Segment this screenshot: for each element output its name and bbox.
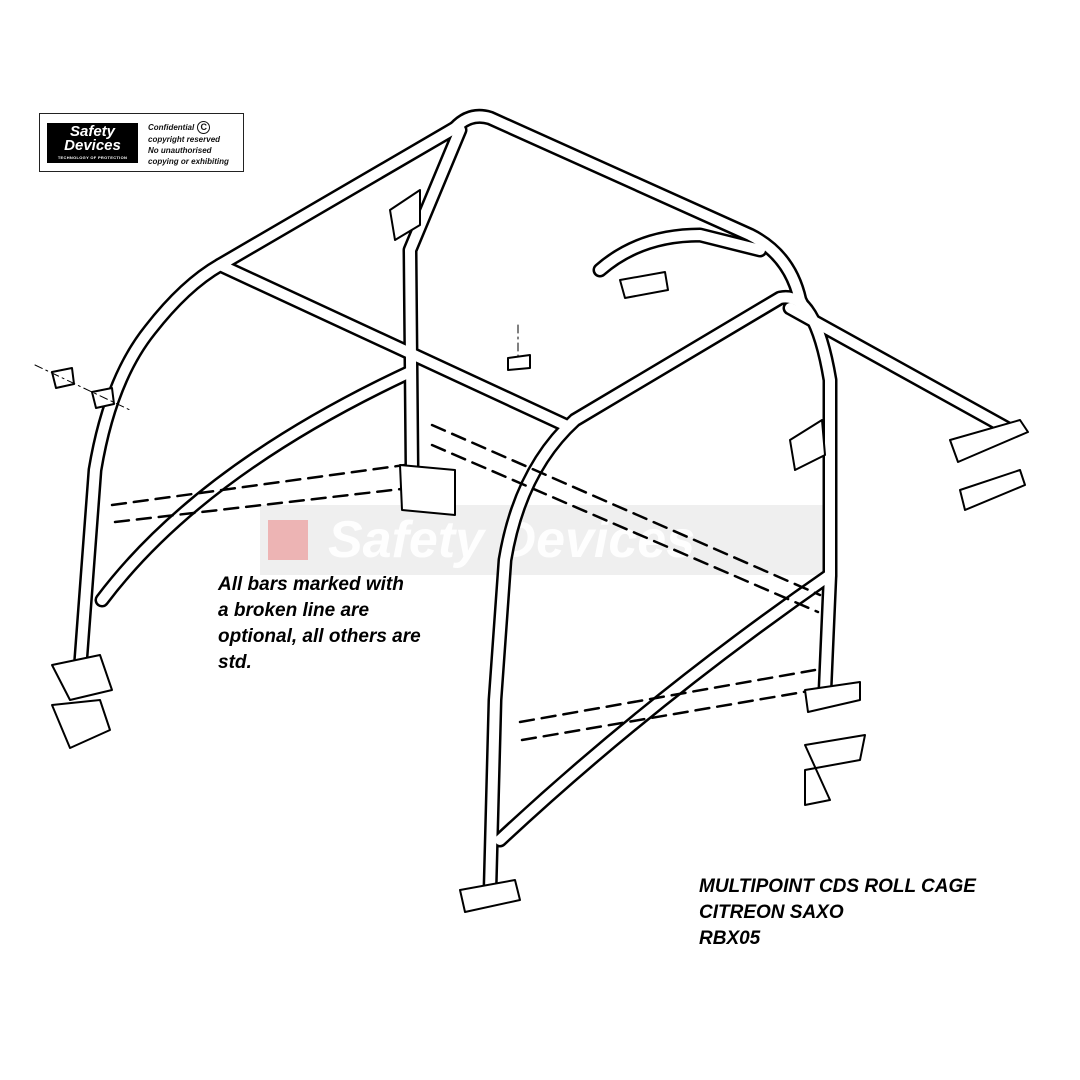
note-line: optional, all others are <box>218 626 421 647</box>
product-code: RBX05 <box>699 928 761 949</box>
centre-lines <box>34 324 519 411</box>
tube-outlines <box>72 108 1018 898</box>
optional-dashed-bars <box>110 423 822 742</box>
copyright-icon: C <box>197 121 211 134</box>
product-title-block: MULTIPOINT CDS ROLL CAGE CITREON SAXO RB… <box>699 874 976 952</box>
note-line: All bars marked with <box>218 574 404 595</box>
note-line: a broken line are <box>218 600 370 621</box>
logo-brand-line1: Safety <box>69 123 116 140</box>
product-title: MULTIPOINT CDS ROLL CAGE <box>699 876 976 897</box>
mounting-plates <box>51 189 1029 913</box>
safety-devices-logo: Safety Devices TECHNOLOGY OF PROTECTION <box>47 123 138 163</box>
note-line: std. <box>218 652 252 673</box>
optional-bars-note: All bars marked with a broken line are o… <box>218 572 421 676</box>
copyright-line: copyright reserved <box>148 135 221 144</box>
copyright-line: No unauthorised <box>148 146 212 155</box>
logo-tagline: TECHNOLOGY OF PROTECTION <box>57 155 128 160</box>
safety-devices-logo-box: Safety Devices TECHNOLOGY OF PROTECTION … <box>39 113 244 172</box>
tube-fills <box>75 111 1015 895</box>
watermark-logo-mark <box>268 520 308 560</box>
copyright-line: copying or exhibiting <box>148 157 229 166</box>
logo-brand-line2: Devices <box>64 137 121 154</box>
copyright-line: Confidential <box>148 123 195 132</box>
product-vehicle: CITREON SAXO <box>699 902 844 923</box>
